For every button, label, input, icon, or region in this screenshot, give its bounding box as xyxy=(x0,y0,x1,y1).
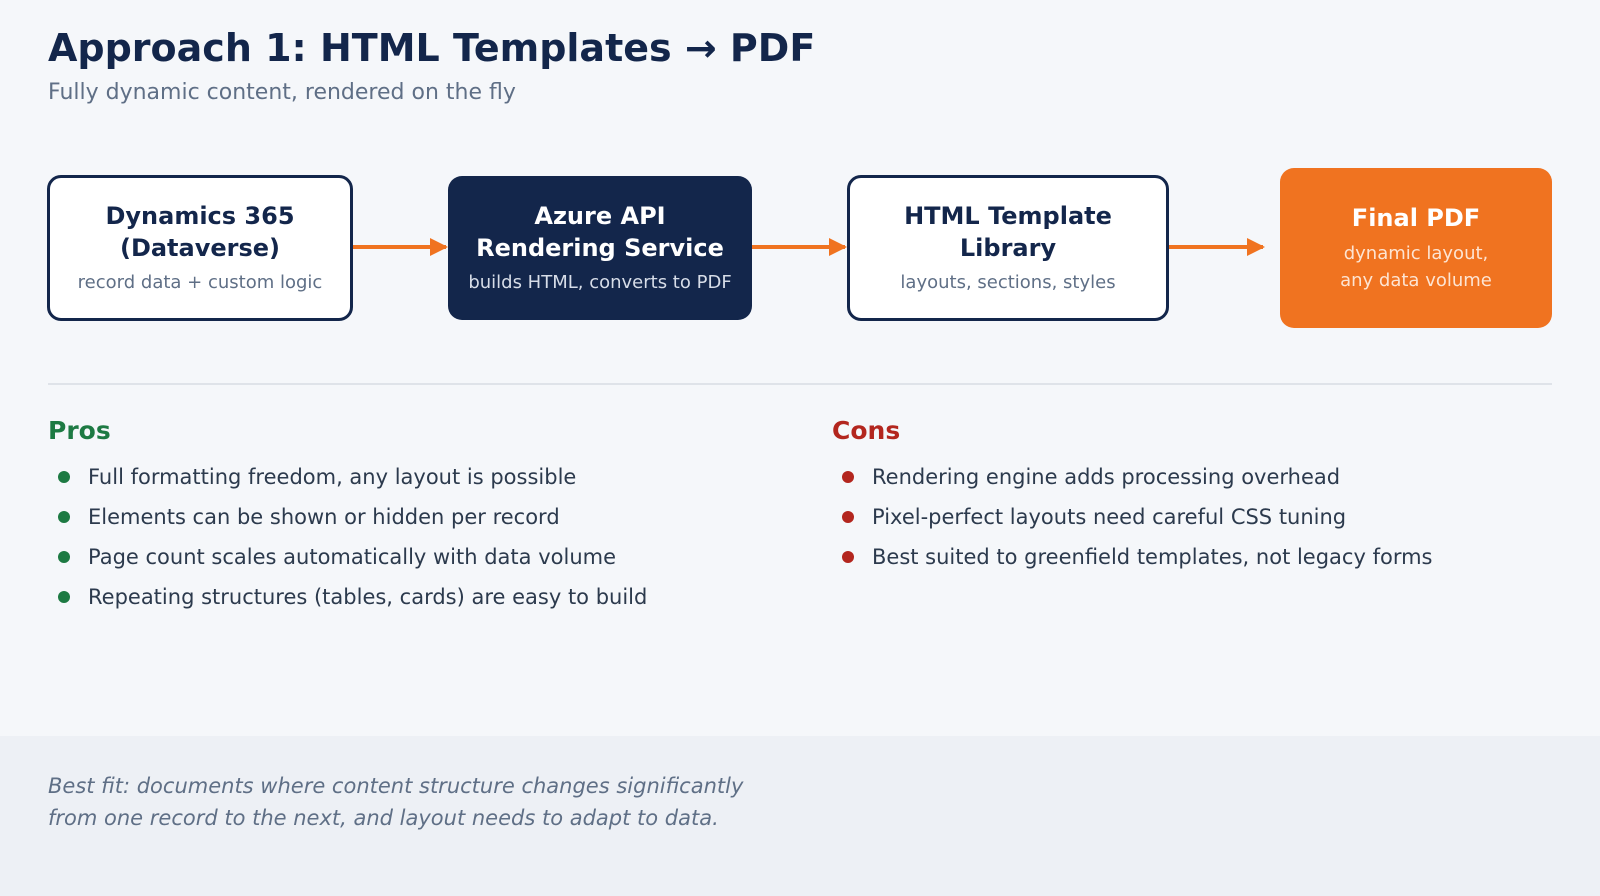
flow-step-title: Azure API Rendering Service xyxy=(476,202,724,262)
flow-step-final-pdf: Final PDF dynamic layout, any data volum… xyxy=(1280,168,1552,328)
bullet-icon xyxy=(58,471,70,483)
bullet-icon xyxy=(58,511,70,523)
flow-step-azure-api: Azure API Rendering Service builds HTML,… xyxy=(448,176,752,320)
bullet-icon xyxy=(58,551,70,563)
flow-step-html-template-library: HTML Template Library layouts, sections,… xyxy=(847,175,1169,321)
flow-arrow xyxy=(1169,238,1265,256)
bullet-icon xyxy=(842,511,854,523)
cons-item: Pixel-perfect layouts need careful CSS t… xyxy=(842,502,1432,542)
footer-note: Best fit: documents where content struct… xyxy=(48,774,744,830)
bullet-icon xyxy=(842,471,854,483)
flow-step-subtitle: record data + custom logic xyxy=(77,272,323,293)
pros-item: Elements can be shown or hidden per reco… xyxy=(58,502,647,542)
page-title: Approach 1: HTML Templates → PDF xyxy=(48,26,816,70)
pros-heading: Pros xyxy=(48,416,111,445)
cons-item-text: Pixel-perfect layouts need careful CSS t… xyxy=(872,505,1347,529)
pros-item: Repeating structures (tables, cards) are… xyxy=(58,582,647,622)
flow-step-subtitle: dynamic layout, any data volume xyxy=(1340,243,1492,291)
flow-arrow xyxy=(752,238,847,256)
footer-band: Best fit: documents where content struct… xyxy=(0,736,1600,896)
flow-step-title: HTML Template Library xyxy=(904,202,1112,262)
cons-item: Best suited to greenfield templates, not… xyxy=(842,542,1432,582)
bullet-icon xyxy=(842,551,854,563)
pros-item-text: Page count scales automatically with dat… xyxy=(88,545,617,569)
cons-item: Rendering engine adds processing overhea… xyxy=(842,462,1432,502)
flow-step-dynamics-365: Dynamics 365 (Dataverse) record data + c… xyxy=(47,175,353,321)
cons-item-text: Best suited to greenfield templates, not… xyxy=(872,545,1433,569)
flow-step-title: Dynamics 365 (Dataverse) xyxy=(105,202,295,262)
cons-item-text: Rendering engine adds processing overhea… xyxy=(872,465,1341,489)
flow-step-subtitle: builds HTML, converts to PDF xyxy=(468,272,732,293)
cons-heading: Cons xyxy=(832,416,901,445)
pros-item: Page count scales automatically with dat… xyxy=(58,542,647,582)
pros-item-text: Repeating structures (tables, cards) are… xyxy=(88,585,648,609)
pros-item-text: Full formatting freedom, any layout is p… xyxy=(88,465,577,489)
section-divider xyxy=(48,383,1552,385)
cons-list: Rendering engine adds processing overhea… xyxy=(842,462,1432,582)
pros-item: Full formatting freedom, any layout is p… xyxy=(58,462,647,502)
flow-step-title: Final PDF xyxy=(1351,204,1481,232)
flow-step-subtitle: layouts, sections, styles xyxy=(900,272,1116,293)
bullet-icon xyxy=(58,591,70,603)
pros-item-text: Elements can be shown or hidden per reco… xyxy=(88,505,560,529)
page-subtitle: Fully dynamic content, rendered on the f… xyxy=(48,80,516,105)
pros-list: Full formatting freedom, any layout is p… xyxy=(58,462,647,622)
flow-arrow xyxy=(353,238,448,256)
